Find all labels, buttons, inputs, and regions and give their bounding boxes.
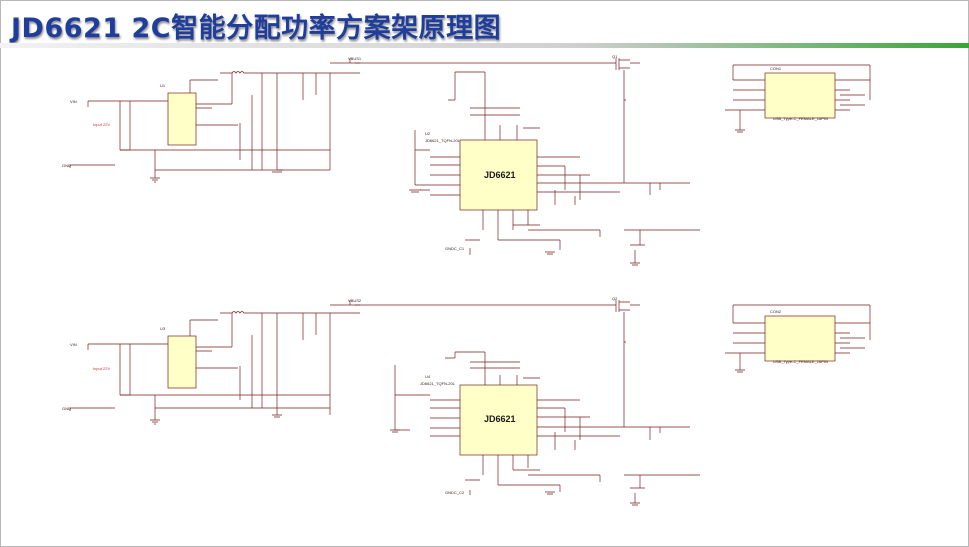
upper-gnd-cc-label: GNDC_C1 (445, 246, 465, 251)
lower-connector-ref: CON2 (770, 309, 782, 314)
upper-vin-label: VIN (70, 99, 77, 104)
upper-jd6621-label: JD6621 (484, 170, 516, 180)
lower-connector-label: USB_Type-C_FEMALE_16PIN (773, 359, 828, 364)
slide-title: JD6621 2C智能分配功率方案架原理图 (11, 13, 502, 44)
upper-gnd-label: GND (62, 163, 71, 168)
lower-jd-part-label: JD6621_TQFN-20L (420, 381, 456, 386)
lower-jd-ic-label: U4 (425, 374, 431, 379)
lower-gnd-label: GND (62, 406, 71, 411)
title-underline (0, 43, 969, 48)
lower-vbus-label: VBUS2 (348, 298, 362, 303)
upper-vbus-label: VBUS1 (348, 56, 362, 61)
upper-circuit (69, 58, 871, 263)
upper-jd-ic-label: U2 (425, 131, 431, 136)
upper-buck-ic-label: U1 (160, 83, 166, 88)
upper-connector-label: USB_Type-C_FEMALE_16PIN (773, 116, 828, 121)
lower-input-note: Input 22V (93, 366, 110, 371)
upper-mosfet-label: Q1 (612, 54, 618, 59)
lower-circuit (69, 300, 871, 503)
upper-input-note: Input 22V (93, 122, 110, 127)
lower-buck-ic-label: U3 (160, 326, 166, 331)
lower-jd6621-label: JD6621 (484, 414, 516, 424)
upper-jd-part-label: JD6621_TQFN-20L (425, 138, 461, 143)
ground-symbols (150, 129, 745, 506)
upper-connector-ref: CON1 (770, 66, 782, 71)
lower-gnd-cc-label: GNDC_C2 (445, 490, 465, 495)
lower-mosfet-label: Q2 (612, 296, 618, 301)
lower-vin-label: VIN (70, 342, 77, 347)
